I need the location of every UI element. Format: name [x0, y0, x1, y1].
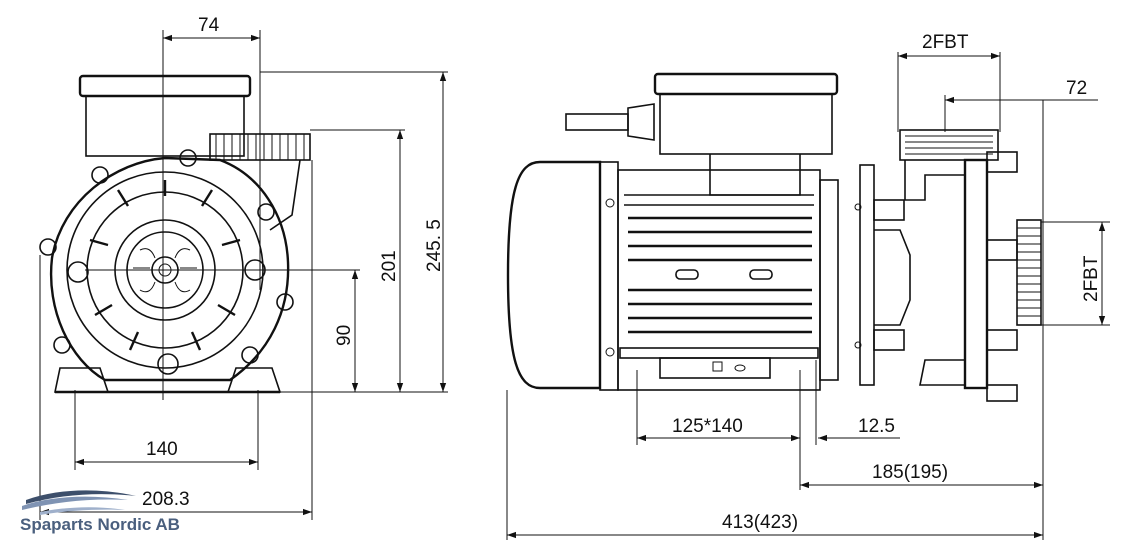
- side-view: [506, 72, 1042, 402]
- dim-245-5: 245. 5: [424, 219, 445, 272]
- dim-12-5: 12.5: [858, 416, 895, 437]
- cooling-fins: [628, 216, 812, 334]
- front-view: [39, 74, 311, 394]
- dim-140: 140: [146, 439, 178, 460]
- dim-201: 201: [379, 250, 400, 282]
- dim-125x140: 125*140: [672, 416, 743, 437]
- front-dimension-lines: [39, 30, 448, 520]
- dim-413-423: 413(423): [722, 512, 798, 533]
- dim-2fbt-top: 2FBT: [922, 32, 969, 53]
- brand-logo: [22, 490, 136, 515]
- dim-72: 72: [1066, 78, 1087, 99]
- dim-208-3: 208.3: [142, 489, 190, 510]
- dim-185-195: 185(195): [872, 462, 948, 483]
- dim-74: 74: [198, 15, 220, 36]
- dim-2fbt-side: 2FBT: [1081, 255, 1102, 302]
- brand-name: Spaparts Nordic AB: [20, 515, 180, 534]
- dim-90: 90: [334, 325, 355, 346]
- side-dimension-lines: [506, 52, 1110, 540]
